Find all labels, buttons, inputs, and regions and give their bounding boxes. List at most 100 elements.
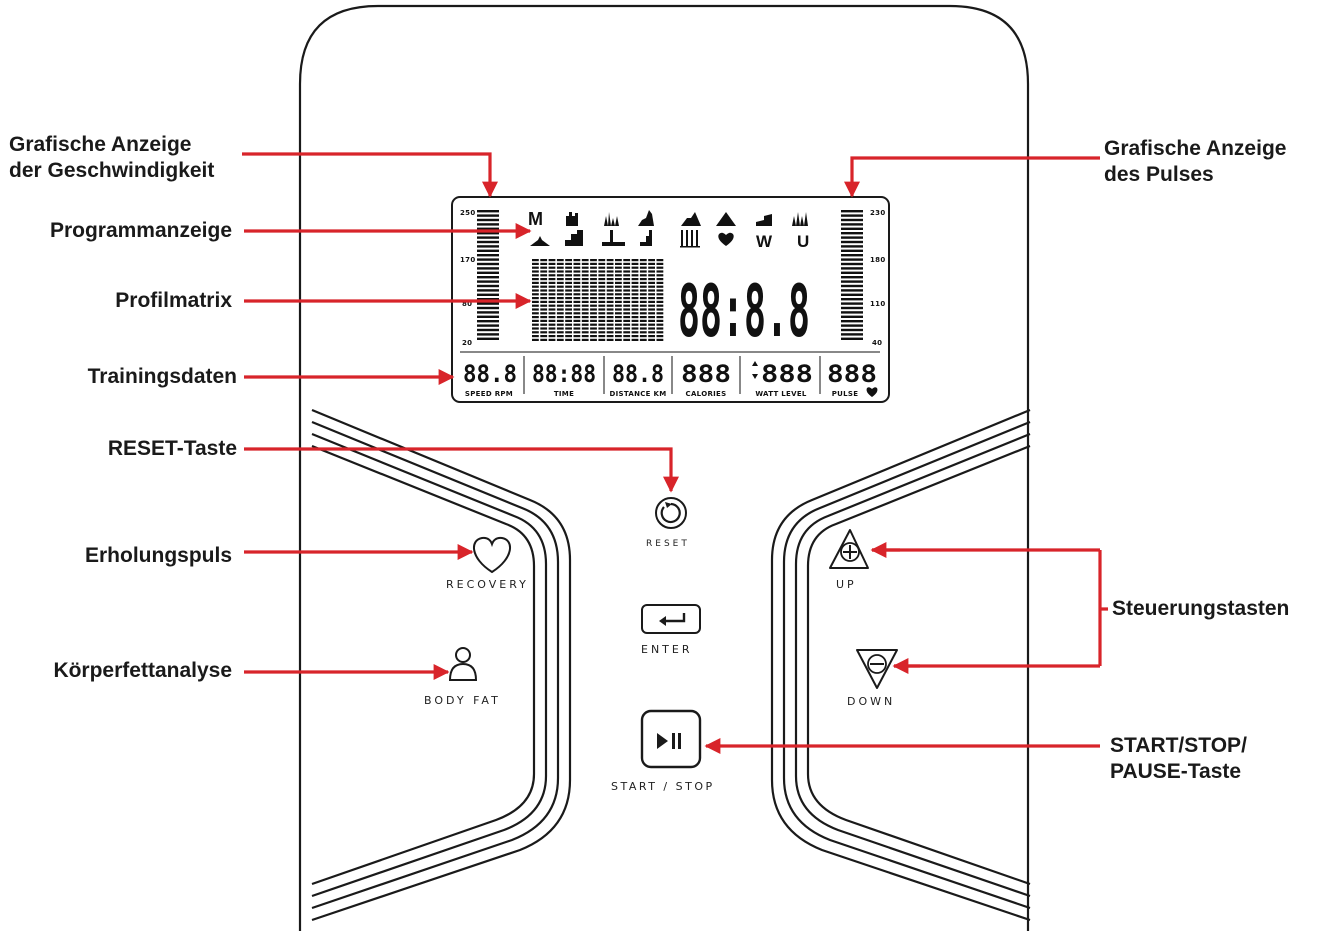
matrix-cell [532, 266, 539, 269]
matrix-cell [615, 335, 622, 338]
matrix-cell [623, 293, 631, 296]
matrix-cell [615, 338, 622, 341]
matrix-cell [581, 262, 589, 265]
enter-label: ENTER [641, 643, 693, 656]
callout-speed-graph-line2: der Geschwindigkeit [9, 159, 215, 182]
enter-button[interactable] [641, 604, 701, 634]
matrix-cell [556, 331, 564, 334]
matrix-cell [565, 297, 572, 300]
matrix-cell [573, 297, 581, 300]
matrix-cell [573, 285, 581, 288]
matrix-cell [648, 312, 655, 315]
matrix-cell [532, 278, 539, 281]
matrix-cell [615, 266, 622, 269]
matrix-cell [656, 327, 664, 330]
matrix-cell [623, 319, 631, 322]
matrix-cell [540, 281, 548, 284]
matrix-cell [631, 304, 639, 307]
matrix-cell [606, 319, 614, 322]
matrix-cell [581, 270, 589, 273]
matrix-cell [590, 266, 597, 269]
matrix-cell [548, 259, 556, 262]
matrix-cell [639, 304, 647, 307]
matrix-cell [573, 293, 581, 296]
matrix-cell [606, 259, 614, 262]
watt-value: 888 [761, 360, 813, 388]
start-stop-button[interactable] [640, 709, 702, 769]
matrix-cell [573, 281, 581, 284]
time-value: 88:88 [532, 360, 596, 388]
matrix-cell [556, 281, 564, 284]
matrix-cell [631, 338, 639, 341]
startstop-label: START / STOP [611, 780, 715, 793]
matrix-cell [615, 323, 622, 326]
matrix-cell [556, 259, 564, 262]
matrix-cell [581, 293, 589, 296]
matrix-cell [581, 323, 589, 326]
matrix-cell [598, 293, 606, 296]
lcd-bar-segment [477, 236, 499, 239]
matrix-cell [623, 297, 631, 300]
lcd-bar-segment [477, 293, 499, 296]
matrix-cell [615, 327, 622, 330]
matrix-cell [606, 308, 614, 311]
lcd-bar-segment [477, 210, 499, 213]
matrix-cell [548, 338, 556, 341]
matrix-cell [606, 285, 614, 288]
matrix-cell [573, 316, 581, 319]
bodyfat-button[interactable] [448, 647, 478, 681]
program-w-letter: W [756, 232, 773, 251]
matrix-cell [548, 308, 556, 311]
matrix-cell [573, 289, 581, 292]
recovery-button[interactable] [473, 536, 511, 574]
lcd-bar-segment [477, 214, 499, 217]
lcd-bar-segment [841, 284, 863, 288]
calories-label: CALORIES [686, 390, 727, 398]
matrix-cell [532, 300, 539, 303]
arrow-pulse-graph [844, 156, 1100, 198]
matrix-cell [631, 312, 639, 315]
matrix-cell [656, 300, 664, 303]
up-button[interactable] [829, 529, 869, 569]
matrix-cell [606, 266, 614, 269]
matrix-cell [639, 274, 647, 277]
matrix-cell [656, 281, 664, 284]
left-scale-top: 250 [460, 209, 476, 217]
matrix-cell [590, 338, 597, 341]
matrix-cell [548, 323, 556, 326]
matrix-cell [656, 304, 664, 307]
lcd-bar-segment [841, 262, 863, 266]
matrix-cell [648, 293, 655, 296]
callout-profile: Profilmatrix [115, 289, 232, 312]
right-grip-lines [770, 408, 1031, 922]
pulse-label: PULSE [832, 390, 859, 398]
matrix-cell [565, 278, 572, 281]
reset-button[interactable] [655, 497, 687, 529]
right-scale-top: 230 [870, 209, 886, 217]
matrix-cell [556, 323, 564, 326]
matrix-cell [540, 312, 548, 315]
matrix-cell [540, 270, 548, 273]
lcd-bar-segment [477, 249, 499, 252]
matrix-cell [565, 323, 572, 326]
matrix-cell [606, 274, 614, 277]
matrix-cell [590, 335, 597, 338]
matrix-cell [639, 319, 647, 322]
matrix-cell [639, 308, 647, 311]
matrix-cell [623, 259, 631, 262]
matrix-cell [631, 281, 639, 284]
matrix-cell [556, 278, 564, 281]
matrix-cell [606, 281, 614, 284]
matrix-cell [598, 285, 606, 288]
matrix-cell [631, 327, 639, 330]
pulse-heart-icon [866, 387, 878, 397]
matrix-cell [540, 335, 548, 338]
lcd-bar-segment [841, 337, 863, 340]
matrix-cell [581, 281, 589, 284]
matrix-cell [532, 259, 539, 262]
matrix-cell [590, 308, 597, 311]
matrix-cell [532, 308, 539, 311]
down-button[interactable] [856, 649, 898, 689]
callout-pulse-graph: Grafische Anzeige des Pulses [1104, 136, 1286, 188]
arrow-control [872, 548, 1108, 668]
